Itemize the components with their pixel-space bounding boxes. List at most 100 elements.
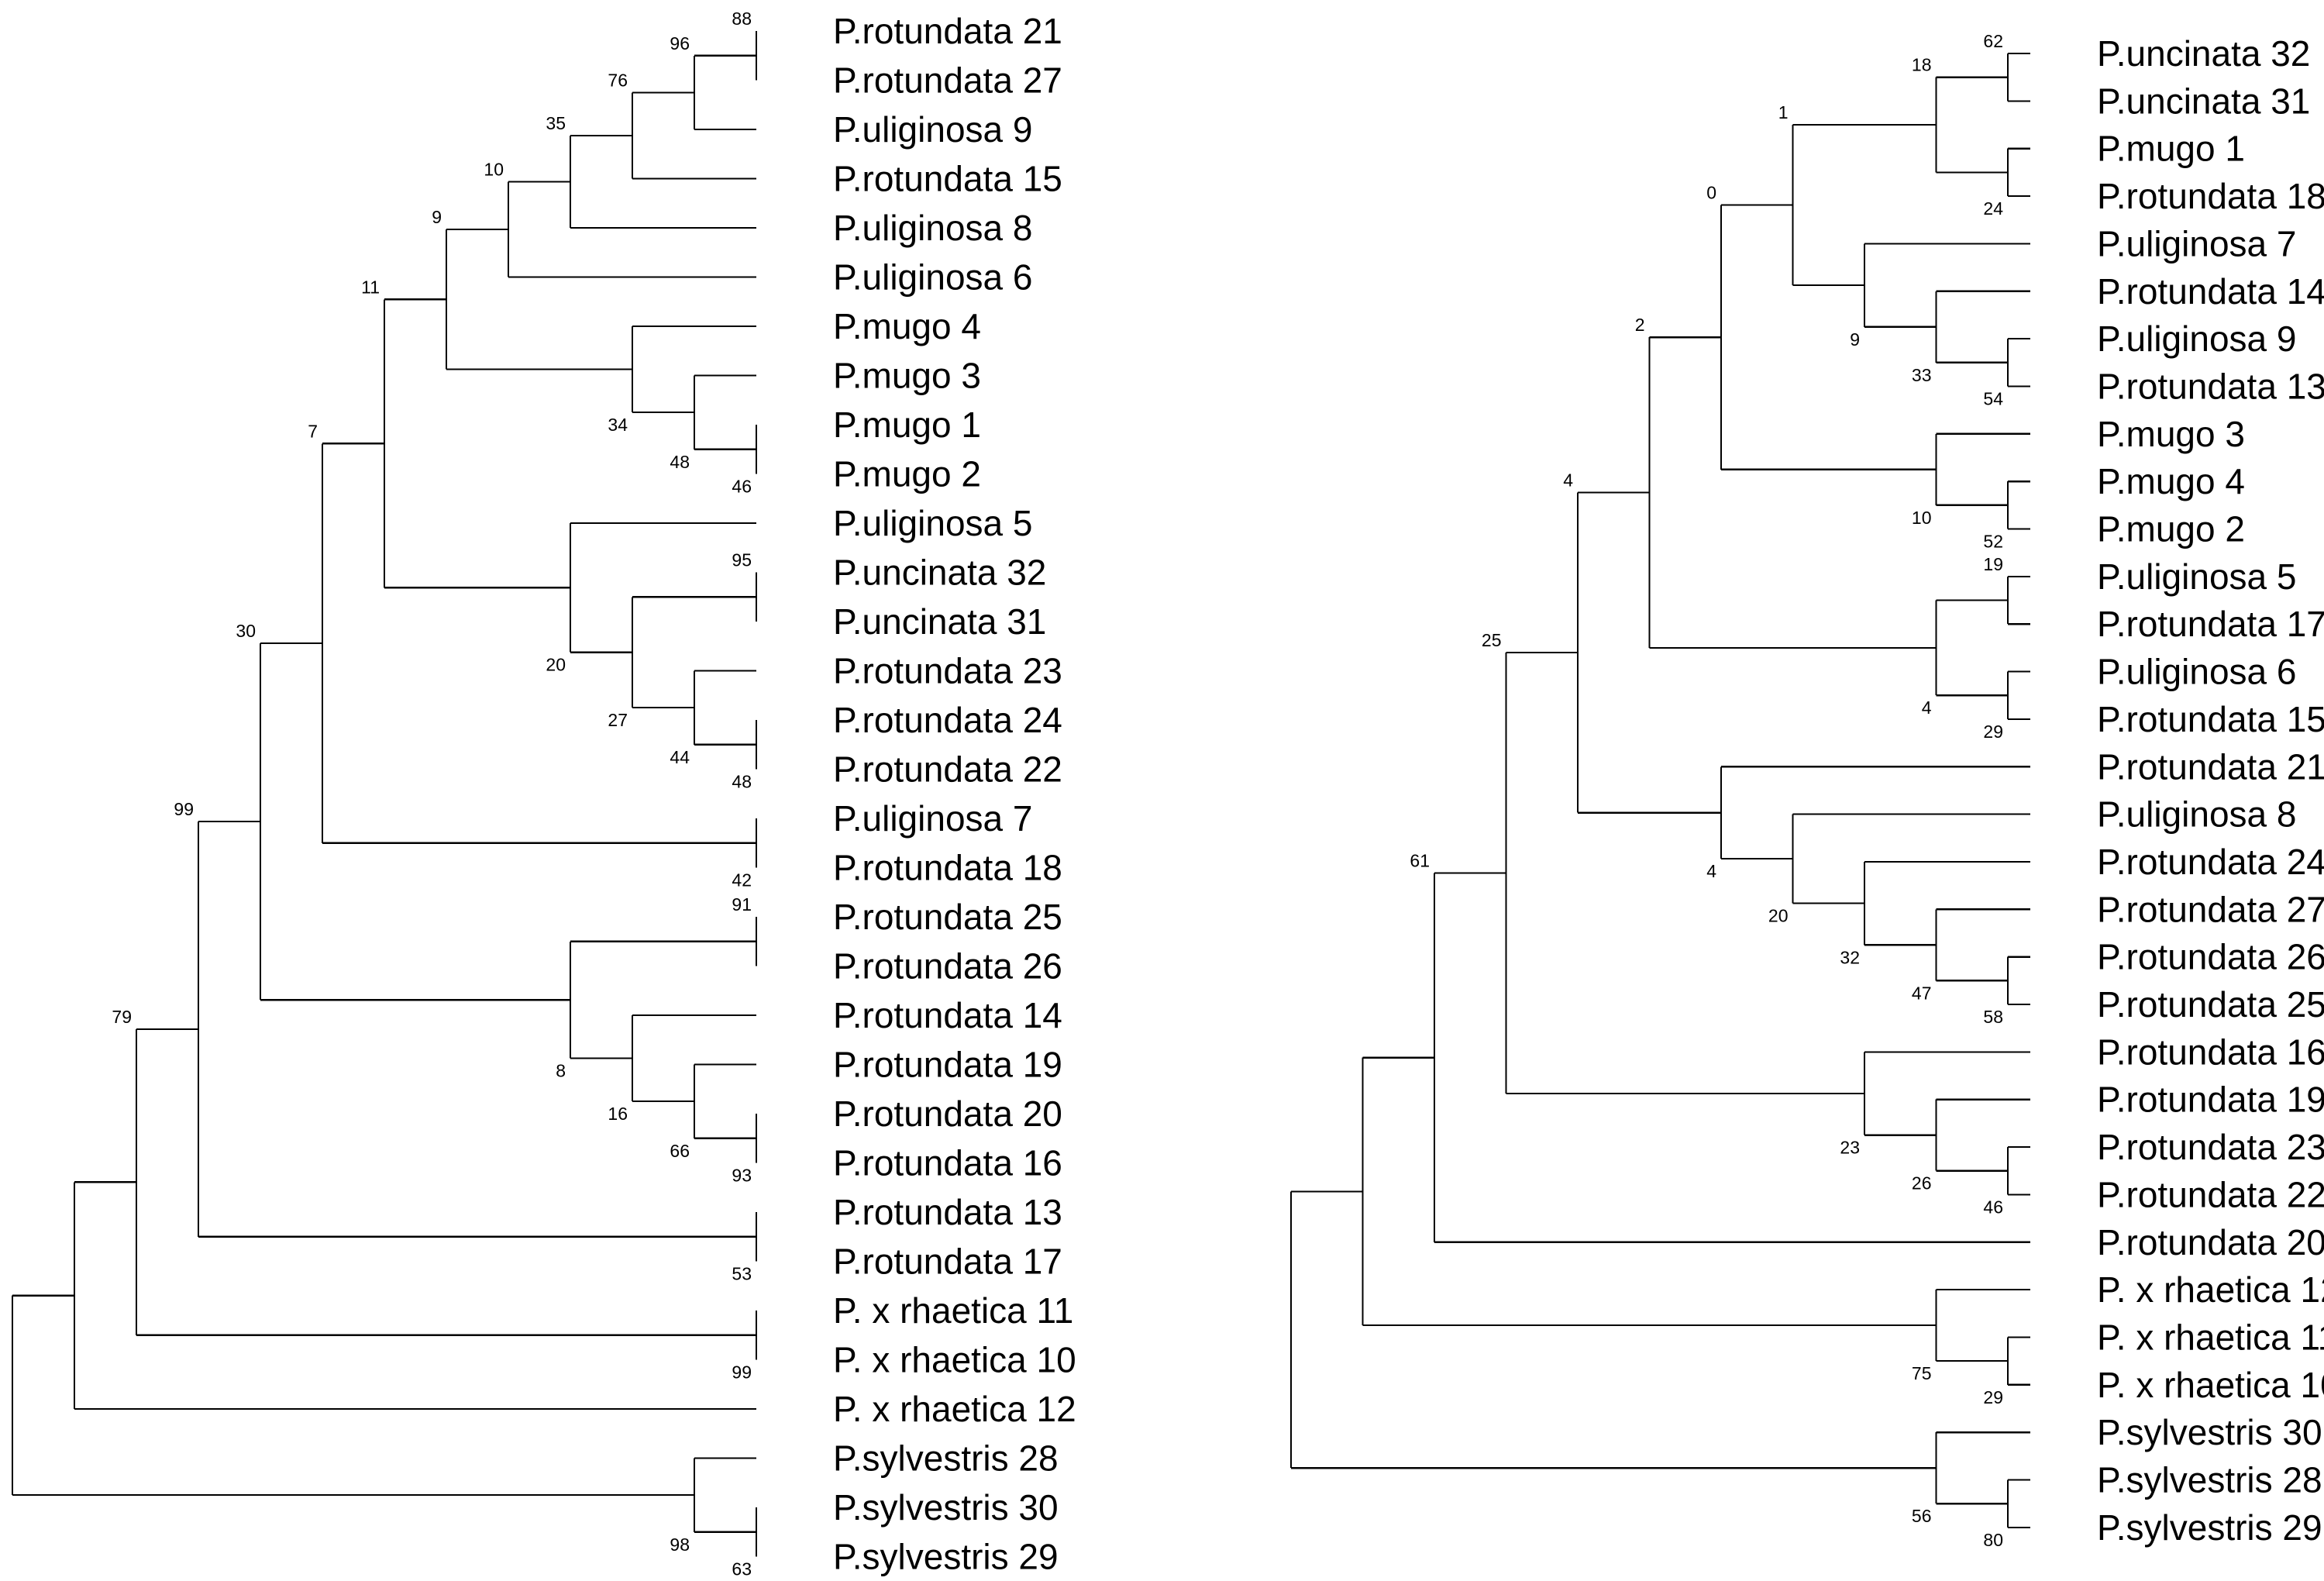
left-support-value: 98: [670, 1534, 690, 1555]
left-leaf-label: P.rotundata 25: [833, 897, 1062, 937]
right-leaf-label: P.rotundata 15: [2097, 699, 2324, 739]
left-support-value: 44: [670, 747, 690, 767]
left-support-value: 27: [608, 710, 628, 730]
right-leaf-label: P.rotundata 18: [2097, 176, 2324, 216]
left-support-value: 10: [484, 159, 504, 179]
left-leaf-label: P.sylvestris 30: [833, 1487, 1059, 1528]
left-support-value: 96: [670, 33, 690, 53]
right-leaf-label: P.sylvestris 28: [2097, 1460, 2322, 1500]
right-leaf-label: P.uliginosa 7: [2097, 223, 2296, 264]
right-support-value: 62: [1983, 31, 2003, 51]
right-leaf-label: P.rotundata 20: [2097, 1222, 2324, 1262]
left-leaf-label: P.rotundata 16: [833, 1143, 1062, 1183]
right-support-value: 4: [1922, 698, 1932, 718]
left-leaf-label: P. x rhaetica 11: [833, 1290, 1073, 1331]
left-leaf-label: P.rotundata 20: [833, 1094, 1062, 1134]
right-leaf-label: P.uliginosa 8: [2097, 794, 2296, 835]
right-support-value: 10: [1912, 508, 1932, 528]
right-leaf-label: P.rotundata 26: [2097, 937, 2324, 977]
left-support-value: 35: [546, 113, 566, 133]
left-support-value: 46: [732, 477, 752, 497]
right-leaf-label: P.mugo 4: [2097, 461, 2245, 501]
right-leaf-label: P.uncinata 32: [2097, 33, 2310, 74]
right-leaf-label: P.mugo 3: [2097, 414, 2245, 454]
left-leaf-label: P.rotundata 24: [833, 700, 1062, 740]
left-leaf-label: P.rotundata 18: [833, 848, 1062, 888]
left-leaf-label: P.mugo 4: [833, 306, 981, 346]
left-support-value: 79: [112, 1007, 132, 1027]
right-support-value: 1: [1778, 102, 1789, 122]
right-leaf-label: P.mugo 1: [2097, 129, 2245, 169]
right-leaf-label: P.rotundata 13: [2097, 366, 2324, 406]
left-leaf-label: P.mugo 1: [833, 405, 981, 445]
right-leaf-label: P.rotundata 22: [2097, 1174, 2324, 1214]
right-support-value: 25: [1482, 630, 1502, 650]
left-support-value: 76: [608, 70, 628, 90]
right-support-value: 32: [1840, 947, 1860, 967]
left-support-value: 88: [732, 9, 752, 29]
left-leaf-label: P.uncinata 31: [833, 601, 1046, 642]
left-leaf-label: P.rotundata 22: [833, 749, 1062, 790]
left-support-value: 42: [732, 870, 752, 890]
left-support-value: 7: [308, 421, 318, 441]
left-support-value: 53: [732, 1264, 752, 1284]
left-leaf-label: P.sylvestris 28: [833, 1438, 1059, 1479]
left-leaf-label: P.rotundata 13: [833, 1192, 1062, 1232]
right-leaf-label: P.rotundata 19: [2097, 1080, 2324, 1120]
left-tree: 8896763510464834995484427201142791936616…: [11, 9, 1076, 1579]
left-support-value: 16: [608, 1104, 628, 1124]
right-support-value: 0: [1706, 183, 1716, 203]
left-leaf-label: P.rotundata 27: [833, 60, 1062, 101]
left-leaf-label: P.rotundata 15: [833, 159, 1062, 199]
left-support-value: 34: [608, 415, 628, 435]
right-support-value: 56: [1912, 1506, 1932, 1526]
left-leaf-label: P.mugo 3: [833, 356, 981, 396]
right-support-value: 2: [1635, 315, 1645, 335]
right-tree: 6224185433915210019294258473220444626232…: [1289, 31, 2324, 1550]
left-support-value: 95: [732, 550, 752, 570]
left-support-value: 48: [732, 772, 752, 792]
right-leaf-label: P.uliginosa 5: [2097, 556, 2296, 597]
right-leaf-label: P.uliginosa 9: [2097, 319, 2296, 359]
left-leaf-label: P.rotundata 23: [833, 651, 1062, 691]
right-leaf-label: P.sylvestris 30: [2097, 1412, 2322, 1452]
left-leaf-label: P.uliginosa 5: [833, 503, 1032, 543]
left-leaf-label: P.uliginosa 8: [833, 208, 1032, 248]
right-support-value: 58: [1983, 1007, 2003, 1027]
right-support-value: 47: [1912, 983, 1932, 1003]
right-leaf-label: P. x rhaetica 11: [2097, 1317, 2324, 1357]
left-support-value: 30: [236, 621, 256, 641]
right-support-value: 24: [1983, 198, 2003, 219]
left-leaf-label: P.sylvestris 29: [833, 1537, 1059, 1577]
left-leaf-label: P.uliginosa 9: [833, 109, 1032, 150]
left-support-value: 20: [546, 655, 566, 675]
right-leaf-label: P.rotundata 17: [2097, 604, 2324, 644]
right-support-value: 33: [1912, 365, 1932, 385]
left-support-value: 66: [670, 1141, 690, 1161]
left-support-value: 91: [732, 894, 752, 914]
left-support-value: 99: [732, 1362, 752, 1383]
right-support-value: 4: [1706, 861, 1716, 881]
left-support-value: 48: [670, 452, 690, 472]
right-support-value: 9: [1850, 329, 1860, 350]
right-leaf-label: P.rotundata 27: [2097, 889, 2324, 929]
left-support-value: 99: [174, 799, 194, 819]
left-leaf-label: P. x rhaetica 10: [833, 1340, 1076, 1380]
right-support-value: 18: [1912, 55, 1932, 75]
left-support-value: 63: [732, 1559, 752, 1579]
right-leaf-label: P.uliginosa 6: [2097, 652, 2296, 692]
right-support-value: 26: [1912, 1173, 1932, 1194]
right-leaf-label: P.rotundata 23: [2097, 1127, 2324, 1167]
right-support-value: 52: [1983, 532, 2003, 552]
right-leaf-label: P.mugo 2: [2097, 509, 2245, 549]
left-leaf-label: P.rotundata 14: [833, 995, 1062, 1035]
right-support-value: 80: [1983, 1530, 2003, 1550]
left-support-value: 11: [361, 277, 380, 297]
right-leaf-label: P.uncinata 31: [2097, 81, 2310, 121]
left-leaf-label: P.rotundata 17: [833, 1242, 1062, 1282]
left-leaf-label: P. x rhaetica 12: [833, 1389, 1076, 1429]
left-leaf-label: P.rotundata 26: [833, 946, 1062, 987]
right-leaf-label: P.rotundata 16: [2097, 1032, 2324, 1072]
left-leaf-label: P.uliginosa 6: [833, 257, 1032, 298]
